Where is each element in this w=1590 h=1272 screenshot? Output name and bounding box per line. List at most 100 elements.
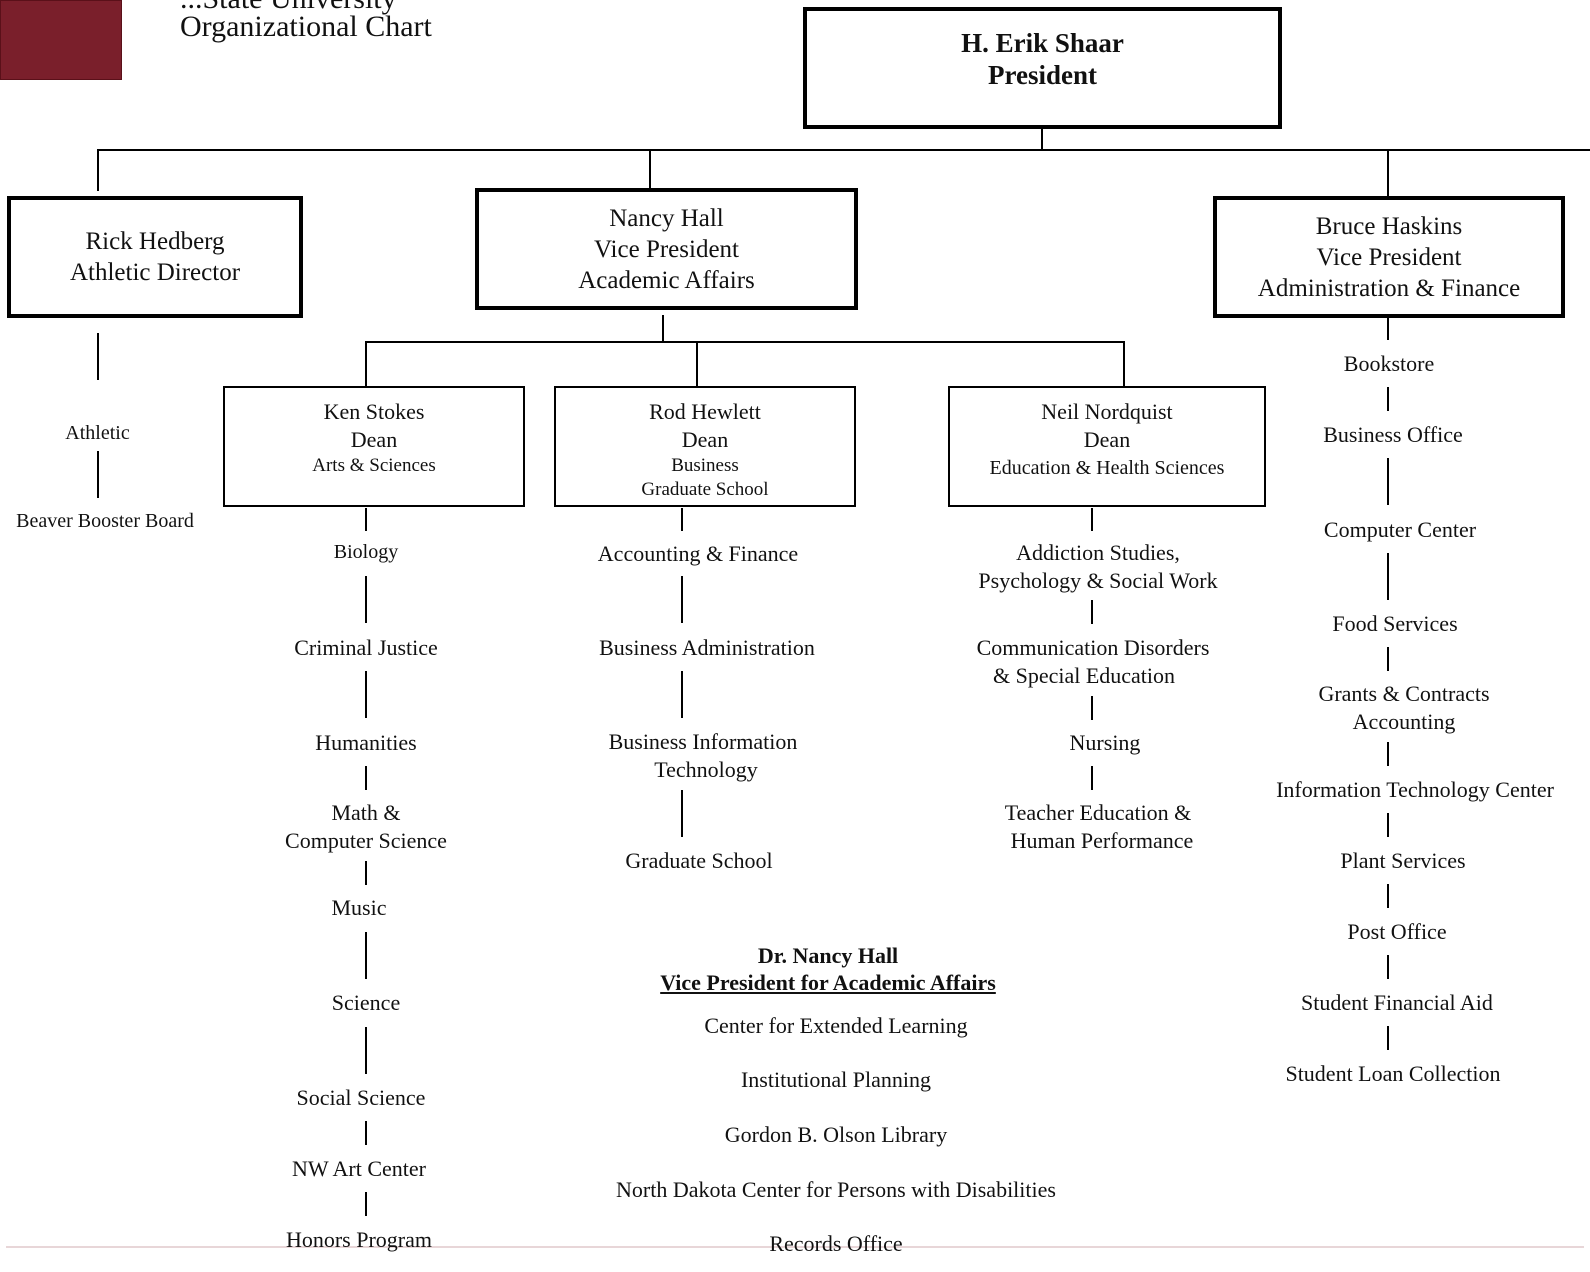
department: Technology	[654, 757, 758, 782]
dean-area: Arts & Sciences	[312, 455, 436, 476]
department: Psychology & Social Work	[978, 568, 1218, 593]
dean-education-box: Neil Nordquist Dean Education & Health S…	[948, 386, 1266, 507]
finance-unit: Grants & Contracts	[1318, 681, 1490, 706]
finance-unit: Plant Services	[1340, 848, 1466, 873]
dean-name: Ken Stokes	[323, 399, 425, 424]
dean-name: Rod Hewlett	[649, 399, 761, 424]
chart-subtitle: Organizational Chart	[180, 10, 432, 43]
connector-line	[365, 932, 367, 979]
finance-unit: Information Technology Center	[1276, 777, 1554, 802]
department: Social Science	[296, 1085, 426, 1110]
department: Criminal Justice	[294, 635, 438, 660]
connector-line	[1387, 553, 1389, 600]
finance-unit: Business Office	[1323, 422, 1463, 447]
president-name: H. Erik Shaar	[961, 28, 1124, 58]
department: Computer Science	[285, 828, 447, 853]
athletic-unit: Athletic	[65, 422, 130, 444]
department: Communication Disorders	[976, 635, 1210, 660]
dean-title: Dean	[1083, 427, 1131, 452]
university-name: ...State University	[180, 0, 397, 16]
connector-line	[662, 315, 664, 342]
connector-line	[97, 149, 1590, 151]
dean-arts-sciences-box: Ken Stokes Dean Arts & Sciences	[223, 386, 525, 507]
dean-title: Dean	[681, 427, 729, 452]
connector-line	[681, 671, 683, 718]
department: Human Performance	[1010, 828, 1194, 853]
connector-line	[365, 766, 367, 790]
athletic-director-title: Athletic Director	[69, 259, 241, 286]
vpaa-name: Nancy Hall	[609, 204, 724, 232]
department: Music	[331, 895, 387, 920]
department: Accounting & Finance	[597, 541, 799, 566]
vpaa-unit: North Dakota Center for Persons with Dis…	[616, 1177, 1056, 1202]
connector-line	[681, 576, 683, 623]
dean-area-2: Graduate School	[641, 479, 769, 500]
department: Nursing	[1069, 730, 1141, 755]
department: Business Administration	[599, 635, 815, 660]
finance-unit: Post Office	[1347, 919, 1447, 944]
president-title: President	[988, 60, 1097, 90]
vpaa-unit: Gordon B. Olson Library	[724, 1122, 948, 1147]
connector-line	[1091, 508, 1093, 531]
connector-line	[681, 790, 683, 837]
department: Addiction Studies,	[1016, 540, 1180, 565]
logo-word: UNIVERSITY	[6, 1246, 1584, 1264]
department: Math &	[331, 800, 401, 825]
dean-name: Neil Nordquist	[1041, 399, 1173, 424]
connector-line	[1387, 149, 1389, 197]
department: & Special Education	[992, 663, 1176, 688]
connector-line	[1387, 884, 1389, 908]
connector-line	[1387, 813, 1389, 837]
connector-line	[1387, 318, 1389, 340]
finance-unit: Accounting	[1352, 709, 1456, 734]
vp-academic-affairs-box: Nancy Hall Vice President Academic Affai…	[475, 188, 858, 310]
connector-line	[1091, 766, 1093, 790]
athletic-director-box: Rick Hedberg Athletic Director	[7, 196, 303, 318]
connector-line	[365, 861, 367, 885]
department: Teacher Education &	[1004, 800, 1192, 825]
vpaa-area: Academic Affairs	[578, 266, 755, 294]
connector-line	[365, 341, 1125, 343]
dean-title: Dean	[350, 427, 398, 452]
connector-line	[365, 508, 367, 531]
connector-line	[97, 451, 99, 498]
finance-unit: Student Loan Collection	[1285, 1061, 1501, 1086]
president-box: H. Erik Shaar President	[803, 7, 1282, 129]
department: Biology	[333, 541, 399, 563]
department: Honors Program	[285, 1227, 433, 1252]
finance-unit: Computer Center	[1323, 517, 1477, 542]
connector-line	[681, 508, 683, 531]
finance-unit: Bookstore	[1343, 351, 1435, 376]
connector-line	[1387, 1026, 1389, 1050]
vpaa-unit: Center for Extended Learning	[704, 1013, 968, 1038]
connector-line	[649, 149, 651, 189]
connector-line	[365, 1121, 367, 1145]
connector-line	[1387, 387, 1389, 411]
connector-line	[365, 1027, 367, 1074]
department: Science	[331, 990, 401, 1015]
connector-line	[365, 341, 367, 388]
connector-line	[696, 341, 698, 388]
connector-line	[1091, 600, 1093, 624]
dean-business-box: Rod Hewlett Dean Business Graduate Schoo…	[554, 386, 856, 507]
vpaa-title: Vice President	[594, 235, 739, 263]
vpaf-name: Bruce Haskins	[1315, 212, 1463, 240]
department: NW Art Center	[291, 1156, 426, 1181]
department: Business Information	[608, 729, 798, 754]
vpaa-unit: Records Office	[769, 1231, 903, 1256]
department: Graduate School	[625, 848, 773, 873]
vpaa-heading-title: Vice President for Academic Affairs	[660, 970, 996, 995]
connector-line	[1123, 341, 1125, 388]
vpaf-area: Administration & Finance	[1257, 274, 1521, 302]
connector-line	[1387, 742, 1389, 766]
finance-unit: Food Services	[1332, 611, 1458, 636]
department: Humanities	[315, 730, 417, 755]
connector-line	[365, 1192, 367, 1216]
connector-line	[97, 333, 99, 380]
athletic-unit: Beaver Booster Board	[16, 510, 194, 532]
connector-line	[1387, 647, 1389, 671]
vpaf-title: Vice President	[1316, 243, 1462, 271]
vp-admin-finance-box: Bruce Haskins Vice President Administrat…	[1213, 196, 1565, 318]
connector-line	[1387, 955, 1389, 979]
